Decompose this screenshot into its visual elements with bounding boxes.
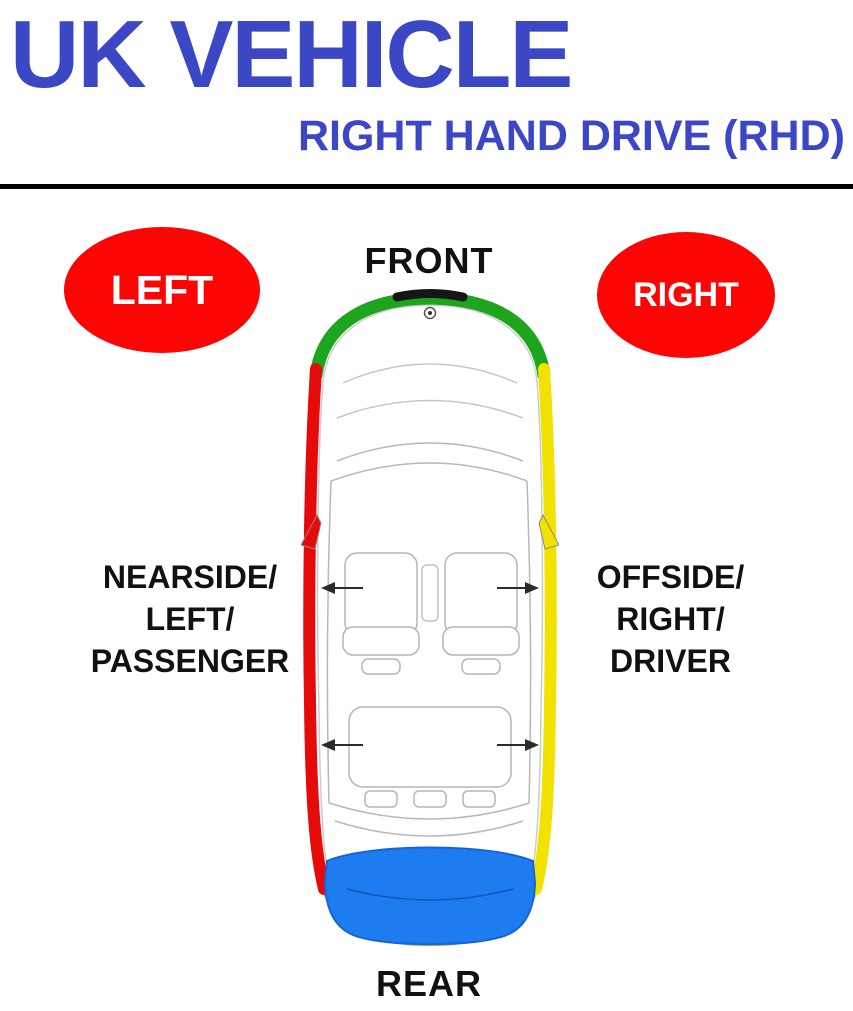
driver-passenger-seat-right bbox=[444, 552, 518, 636]
front-grille-arc bbox=[392, 289, 468, 302]
seat-right-backrest bbox=[442, 626, 520, 656]
left-badge: LEFT bbox=[64, 227, 260, 353]
nearside-label-line2: LEFT/ bbox=[145, 601, 235, 638]
rear-headrest-3 bbox=[462, 790, 496, 808]
nearside-label: NEARSIDE/ LEFT/ PASSENGER bbox=[70, 556, 310, 683]
arrow-left-lower-head bbox=[321, 739, 335, 751]
seat-right-headrest bbox=[461, 658, 501, 675]
nearside-red-strip bbox=[303, 363, 330, 895]
page-title: UK VEHICLE bbox=[10, 1, 573, 108]
rear-headrest-1 bbox=[364, 790, 398, 808]
nearside-label-line3: PASSENGER bbox=[90, 643, 290, 680]
offside-label-line3: DRIVER bbox=[610, 643, 731, 680]
cabin-side-left bbox=[326, 480, 332, 804]
seat-left-headrest bbox=[361, 658, 401, 675]
offside-label-line2: RIGHT/ bbox=[616, 601, 725, 638]
rear-window-edge-1 bbox=[328, 802, 530, 820]
offside-label-line1: OFFSIDE/ bbox=[596, 559, 745, 595]
offside-yellow-strip bbox=[530, 363, 557, 895]
rear-window-edge-2 bbox=[334, 820, 524, 837]
rear-blue-zone bbox=[323, 846, 537, 946]
offside-label: OFFSIDE/ RIGHT/ DRIVER bbox=[558, 556, 783, 683]
rear-label: REAR bbox=[375, 963, 482, 1004]
right-mirror bbox=[538, 513, 559, 550]
car-top-view-diagram bbox=[301, 283, 559, 955]
cabin-side-right bbox=[526, 480, 532, 804]
nearside-label-line1: NEARSIDE/ bbox=[102, 559, 278, 595]
divider-rule bbox=[0, 184, 853, 189]
windshield-front-edge bbox=[336, 442, 524, 462]
front-label: FRONT bbox=[364, 240, 494, 281]
arrow-right-lower-head bbox=[525, 739, 539, 751]
trunk-line bbox=[346, 888, 514, 901]
hood-crease-1 bbox=[342, 363, 518, 384]
arrow-left-upper-head bbox=[321, 582, 335, 594]
center-console bbox=[421, 564, 439, 622]
driver-passenger-seat-left bbox=[344, 552, 418, 636]
right-badge: RIGHT bbox=[597, 232, 775, 358]
hood-crease-2 bbox=[336, 399, 524, 419]
arrow-right-upper-head bbox=[525, 582, 539, 594]
left-mirror bbox=[301, 513, 322, 550]
page-subtitle: RIGHT HAND DRIVE (RHD) bbox=[297, 112, 845, 160]
rear-bench-seat bbox=[348, 706, 512, 788]
windshield-rear-edge bbox=[330, 462, 528, 482]
rear-headrest-2 bbox=[413, 790, 447, 808]
washer-jet-inner bbox=[428, 311, 432, 315]
seat-left-backrest bbox=[342, 626, 420, 656]
left-badge-label: LEFT bbox=[110, 266, 214, 313]
right-badge-label: RIGHT bbox=[633, 275, 739, 314]
